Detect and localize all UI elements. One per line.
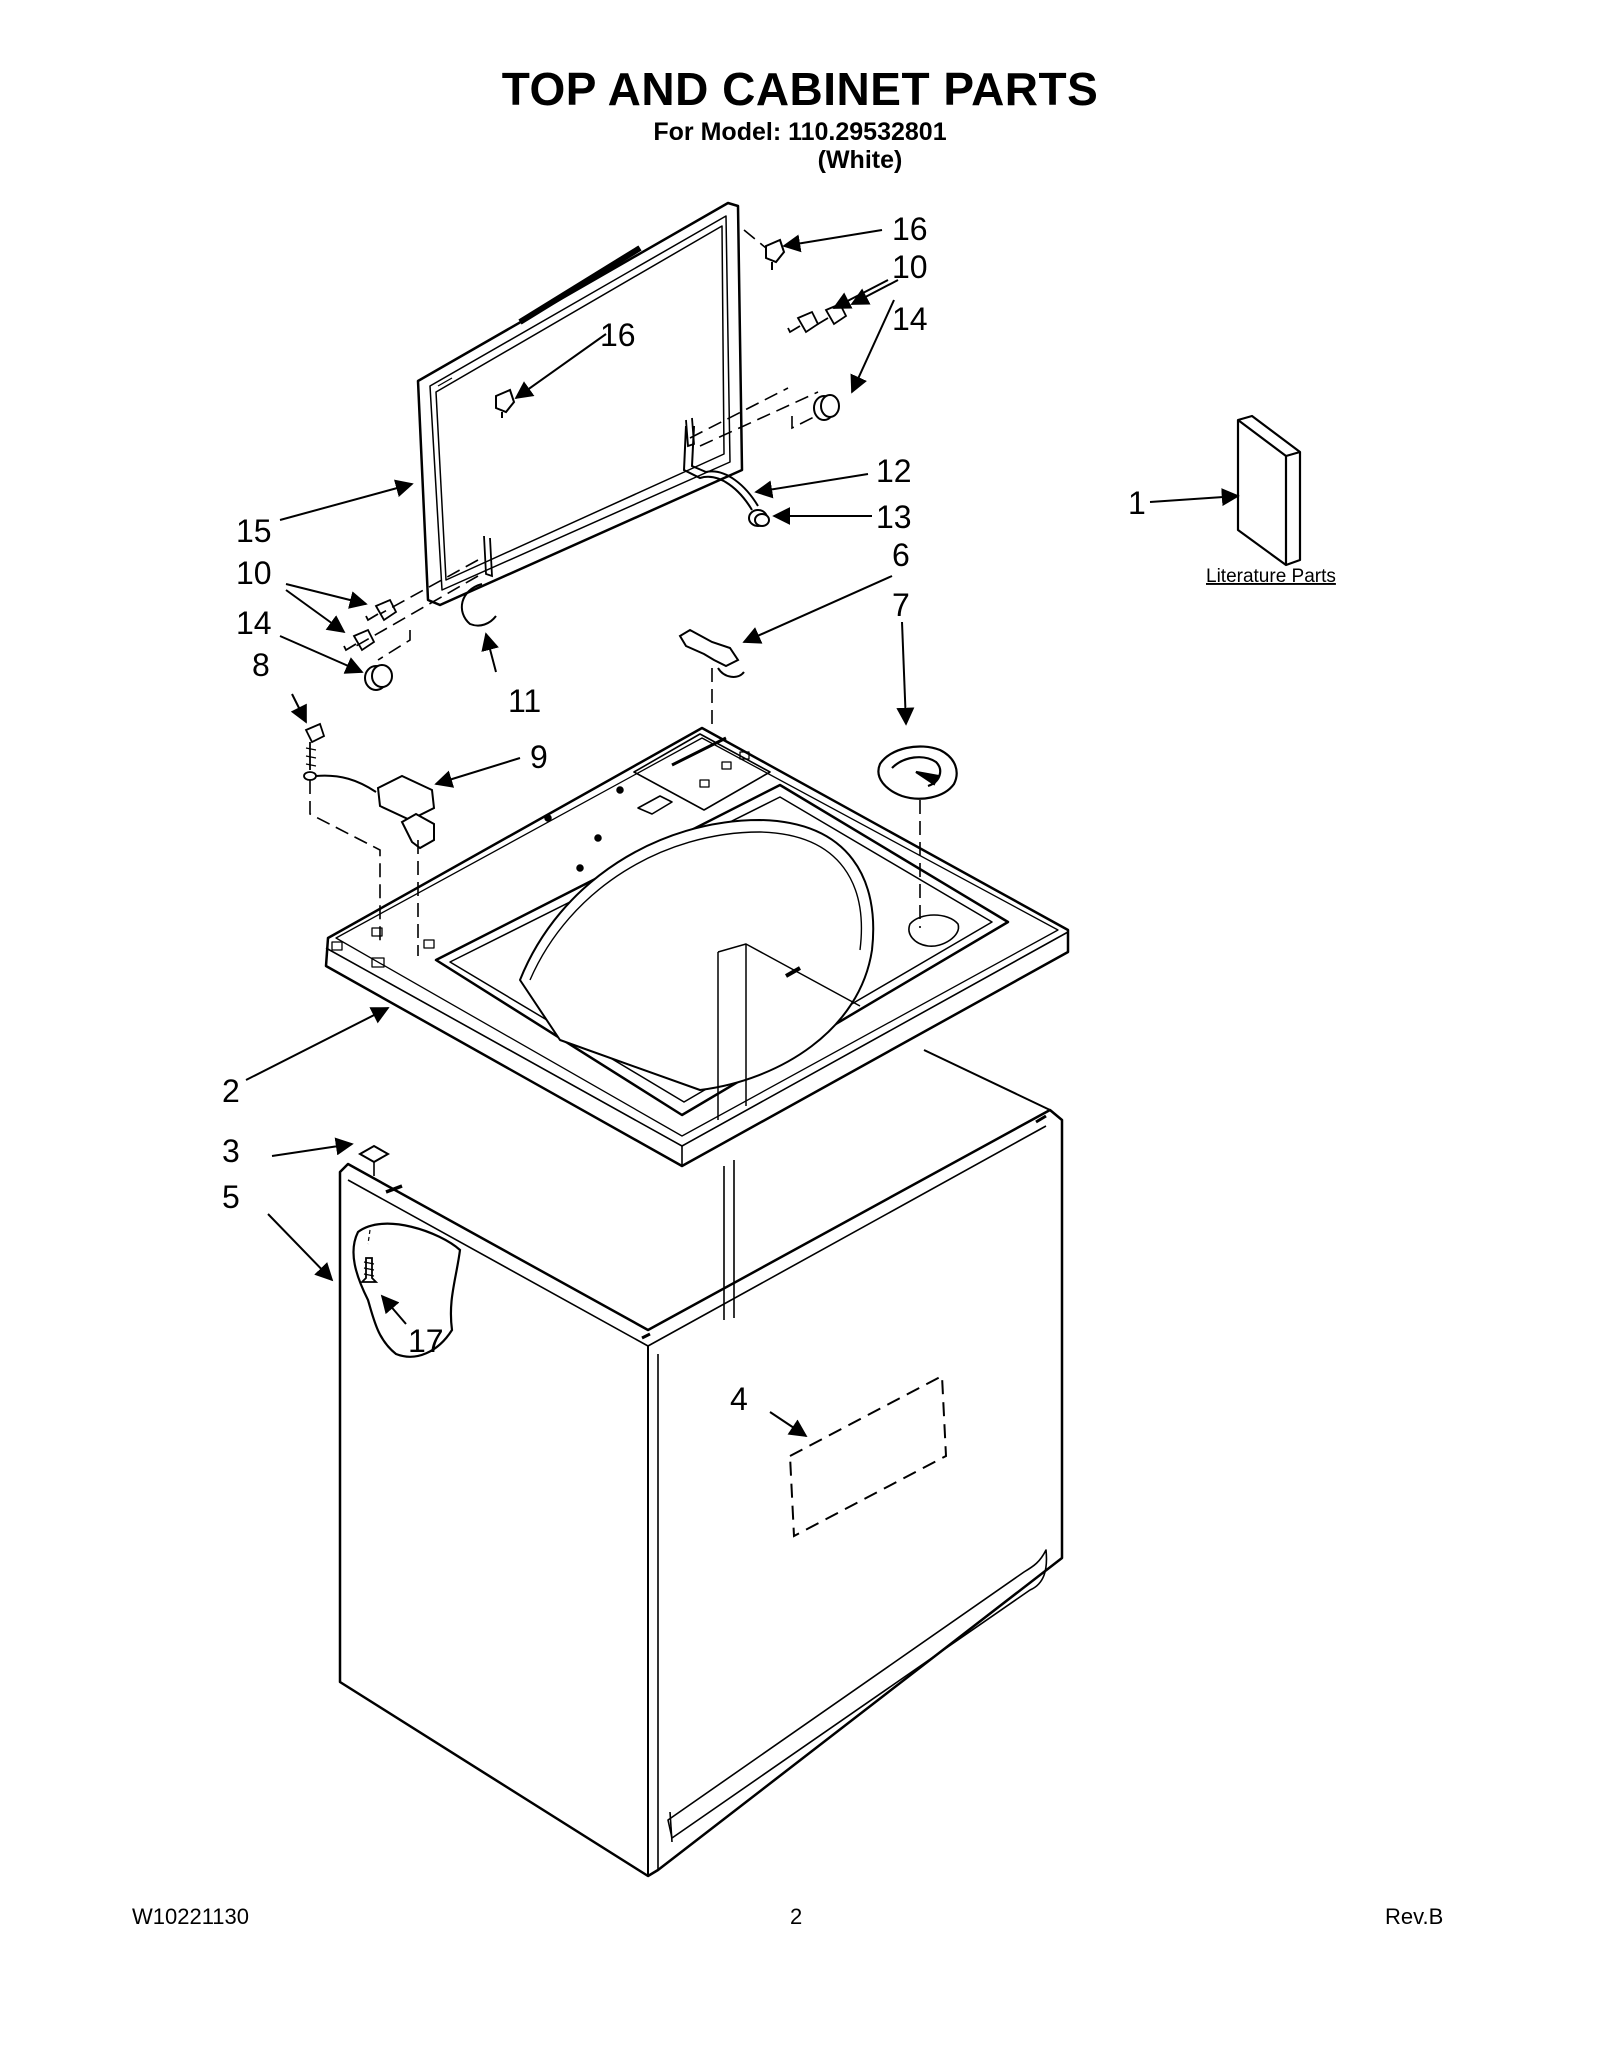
hinge-screw-10-left-icon — [343, 598, 398, 652]
callout-12: 12 — [876, 453, 912, 489]
callout-14-lower: 14 — [236, 605, 272, 641]
callout-15: 15 — [236, 513, 272, 549]
page-title: TOP AND CABINET PARTS — [501, 63, 1099, 115]
literature-parts-label: Literature Parts — [1206, 566, 1336, 587]
callout-leaders — [245, 229, 1240, 1437]
callout-3: 3 — [222, 1133, 240, 1169]
model-number: For Model: 110.29532801 — [653, 118, 947, 146]
cap-13-icon — [748, 509, 770, 527]
assembly-guide-lines — [309, 229, 921, 1176]
grommet-14-right-icon — [813, 394, 840, 421]
callout-13: 13 — [876, 499, 912, 535]
callout-8: 8 — [252, 647, 270, 683]
callout-2: 2 — [222, 1073, 240, 1109]
lid-hinge-right-icon — [685, 417, 695, 448]
lid-switch-9-icon — [315, 774, 436, 850]
screw-8-icon — [303, 722, 326, 781]
callout-10-upper: 10 — [892, 249, 928, 285]
lid-assembly — [416, 201, 744, 607]
hinge-screw-10-right-icon — [787, 302, 848, 334]
top-panel — [324, 726, 1070, 1168]
cabinet — [338, 1049, 1064, 1878]
callout-7: 7 — [892, 587, 910, 623]
callout-10-lower: 10 — [236, 555, 272, 591]
bumper-16-upper-icon — [765, 238, 786, 270]
callout-5: 5 — [222, 1179, 240, 1215]
label-location-outline — [788, 1374, 948, 1538]
revision-label: Rev.B — [1385, 1904, 1444, 1929]
hinge-rod-12-icon — [682, 425, 759, 511]
screw-17-icon — [359, 1257, 379, 1283]
callout-16-upper: 16 — [892, 211, 928, 247]
bumper-16-lower-icon — [495, 388, 516, 418]
model-color: (White) — [817, 146, 903, 174]
cabinet-cutaway-detail — [352, 1222, 462, 1358]
literature-parts-booklet — [1236, 414, 1302, 567]
strike-6-icon — [678, 628, 745, 678]
callout-17: 17 — [408, 1323, 444, 1359]
callout-6: 6 — [892, 537, 910, 573]
mounting-clip-3-icon — [357, 1144, 391, 1164]
hinge-clip-11-icon — [460, 583, 497, 627]
callout-14-upper: 14 — [892, 301, 928, 337]
document-number: W10221130 — [132, 1904, 250, 1929]
lid-hinge-left-icon — [483, 535, 493, 578]
bleach-dispenser-7-icon — [877, 745, 958, 800]
page-number: 2 — [790, 1904, 803, 1929]
callout-4: 4 — [730, 1381, 748, 1417]
callout-11: 11 — [508, 683, 541, 719]
callout-16-lower: 16 — [600, 317, 636, 353]
callout-1: 1 — [1128, 485, 1146, 521]
callout-9: 9 — [530, 739, 548, 775]
grommet-14-left-icon — [364, 664, 393, 691]
